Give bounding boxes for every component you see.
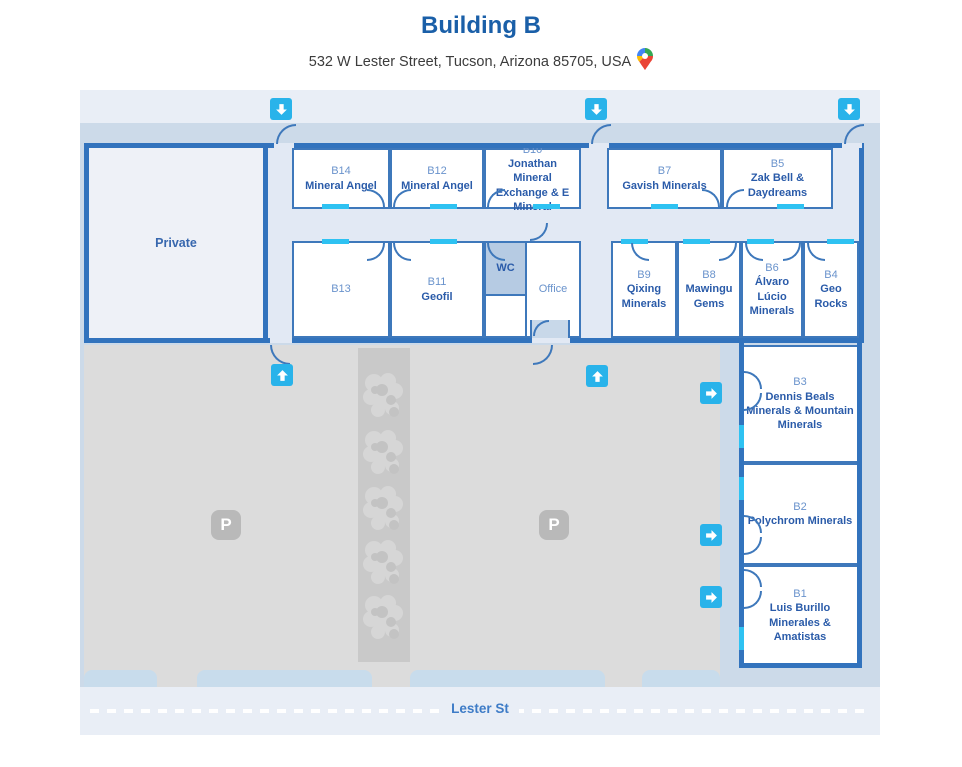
entrance-marker <box>651 204 678 209</box>
booth-name: Polychrom Minerals <box>747 515 853 527</box>
entrance-gap <box>589 143 609 148</box>
booth-name: Mineral Angel <box>305 179 377 192</box>
booth-number: B1 <box>793 587 807 600</box>
exit-gap <box>532 338 570 343</box>
booth-number: B14 <box>331 165 351 178</box>
room-storage <box>484 294 527 338</box>
room-label: Office <box>538 283 568 296</box>
booth-name: Mineral Angel <box>401 179 473 192</box>
booth-number: B13 <box>331 283 351 296</box>
room-label: WC <box>496 262 515 275</box>
booth-number: B5 <box>770 158 785 171</box>
entrance-marker <box>430 204 457 209</box>
booth-name: Geo Rocks <box>814 283 848 310</box>
right-arrow-icon <box>700 382 722 404</box>
entrance-marker <box>683 239 710 244</box>
down-arrow-icon <box>838 98 860 120</box>
room-private: Private <box>84 143 268 343</box>
right-arrow-icon <box>700 586 722 608</box>
tree-icon <box>363 486 403 530</box>
entrance-marker <box>739 425 744 448</box>
tree-icon <box>363 540 403 584</box>
entrance-marker <box>322 204 349 209</box>
address-text: 532 W Lester Street, Tucson, Arizona 857… <box>308 54 632 70</box>
booth-number: B8 <box>702 269 716 282</box>
booth-number: B7 <box>657 165 672 178</box>
entrance-gap <box>274 143 294 148</box>
map-pin-icon[interactable] <box>637 48 654 70</box>
floor-plan: P P Private B14 Mineral Angel B12 Minera… <box>80 90 880 735</box>
booth-number: B6 <box>765 261 779 274</box>
street-label: Lester St <box>80 700 880 718</box>
door-arc <box>393 189 411 207</box>
page-title: Building B <box>421 12 541 39</box>
entrance-marker <box>739 477 744 500</box>
street-band: Lester St <box>80 687 880 735</box>
exit-gap <box>270 338 292 343</box>
entrance-marker <box>747 239 774 244</box>
door-arc <box>726 189 744 207</box>
booth-number: B12 <box>427 165 447 178</box>
entrance-marker <box>430 239 457 244</box>
right-arrow-icon <box>700 524 722 546</box>
booth-name: Luis Burillo Minerales & Amatistas <box>769 602 831 643</box>
annex-wall-right <box>857 343 862 668</box>
booth-name: Álvaro Lúcio Minerals <box>749 276 795 317</box>
room-b1[interactable]: B1 Luis Burillo Minerales & Amatistas <box>741 565 859 666</box>
booth-name: Gavish Minerals <box>622 179 707 192</box>
room-label: Private <box>155 235 197 250</box>
booth-name: Jonathan Mineral Exchange & E Mineral <box>495 158 570 213</box>
booth-name: Qixing Minerals <box>621 283 667 310</box>
room-b2[interactable]: B2 Polychrom Minerals <box>741 463 859 565</box>
room-b3[interactable]: B3 Dennis Beals Minerals & Mountain Mine… <box>741 345 859 463</box>
entrance-marker <box>777 204 804 209</box>
curb-tab <box>197 670 372 687</box>
annex-wall-left <box>739 343 744 668</box>
curb-tab <box>642 670 720 687</box>
entrance-marker <box>827 239 854 244</box>
parking-icon: P <box>539 510 569 540</box>
building-wall-right <box>859 143 864 343</box>
down-arrow-icon <box>270 98 292 120</box>
tree-icon <box>363 373 403 417</box>
door-arc <box>591 124 611 144</box>
building-wall-bottom <box>84 338 864 343</box>
booth-number: B9 <box>637 269 651 282</box>
entrance-marker <box>621 239 648 244</box>
booth-number: B2 <box>793 500 807 513</box>
up-arrow-icon <box>586 365 608 387</box>
entrance-marker <box>322 239 349 244</box>
annex-wall-bottom <box>739 663 862 668</box>
door-arc <box>276 124 296 144</box>
building-wall-top <box>84 143 864 148</box>
curb-band <box>84 670 720 687</box>
curb-tab <box>84 670 157 687</box>
booth-number: B4 <box>824 269 838 282</box>
entrance-marker <box>739 627 744 650</box>
door-arc <box>487 189 505 207</box>
entrance-gap <box>842 143 862 148</box>
booth-name: Mawingu Gems <box>685 283 733 310</box>
booth-number: B3 <box>793 376 807 389</box>
booth-name: Dennis Beals Minerals & Mountain Mineral… <box>746 390 854 432</box>
door-arc <box>844 124 864 144</box>
curb-tab <box>410 670 605 687</box>
tree-icon <box>363 430 403 474</box>
entrance-marker <box>533 204 560 209</box>
tree-icon <box>363 595 403 639</box>
booth-number: B11 <box>427 276 447 289</box>
door-arc <box>533 320 549 336</box>
booth-name: Zak Bell & Daydreams <box>747 172 808 199</box>
booth-name: Geofil <box>421 290 453 303</box>
parking-icon: P <box>211 510 241 540</box>
building-wall-left <box>84 143 89 343</box>
address-line: 532 W Lester Street, Tucson, Arizona 857… <box>0 48 962 70</box>
room-b8[interactable]: B8 Mawingu Gems <box>677 241 741 338</box>
down-arrow-icon <box>585 98 607 120</box>
up-arrow-icon <box>271 364 293 386</box>
top-sidewalk-band <box>80 90 880 123</box>
